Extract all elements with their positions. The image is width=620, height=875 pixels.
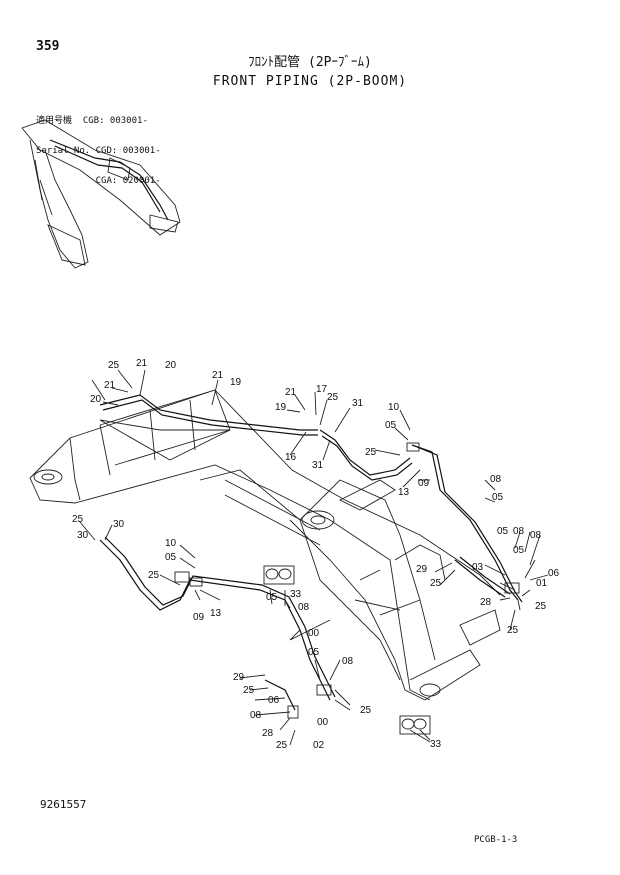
boom-structure bbox=[29, 389, 501, 701]
title-japanese: ﾌﾛﾝﾄ配管 (2Pｰﾌﾞｰﾑ) bbox=[248, 55, 372, 70]
callout: 25 bbox=[72, 514, 84, 525]
page-number: 359 bbox=[36, 39, 60, 54]
callout: 29 bbox=[233, 672, 245, 683]
callout: 25 bbox=[535, 601, 547, 612]
callout: 08 bbox=[298, 602, 310, 613]
seal-rings bbox=[263, 565, 431, 735]
callout: 13 bbox=[210, 608, 222, 619]
callout: 05 bbox=[492, 492, 504, 503]
callout: 28 bbox=[262, 728, 274, 739]
callout: 25 bbox=[148, 570, 160, 581]
callout: 31 bbox=[312, 460, 324, 471]
callout: 00 bbox=[308, 628, 320, 639]
callout: 06 bbox=[548, 568, 560, 579]
callout: 28 bbox=[480, 597, 492, 608]
callout: 06 bbox=[268, 695, 280, 706]
callout: 29 bbox=[416, 564, 428, 575]
callout: 00 bbox=[317, 717, 329, 728]
callout: 31 bbox=[352, 398, 364, 409]
callout: 08 bbox=[513, 526, 525, 537]
callout: 08 bbox=[250, 710, 262, 721]
excavator-thumbnail bbox=[21, 119, 181, 269]
callout: 09 bbox=[193, 612, 205, 623]
callout: 20 bbox=[90, 394, 102, 405]
callout: 05 bbox=[497, 526, 509, 537]
callout: 09 bbox=[418, 478, 430, 489]
page-code: PCGB-1-3 bbox=[474, 835, 518, 845]
callout: 21 bbox=[212, 370, 224, 381]
callout: 21 bbox=[285, 387, 297, 398]
callout: 19 bbox=[230, 377, 242, 388]
callout: 25 bbox=[276, 740, 288, 751]
callout: 17 bbox=[316, 384, 328, 395]
callout: 08 bbox=[530, 530, 542, 541]
callout: 19 bbox=[275, 402, 287, 413]
lower-hoses bbox=[99, 536, 511, 711]
drawing-code: 9261557 bbox=[40, 798, 87, 811]
callout: 25 bbox=[243, 685, 255, 696]
callout: 10 bbox=[165, 538, 177, 549]
callout: 05 bbox=[308, 647, 320, 658]
callout: 08 bbox=[342, 656, 354, 667]
callout: 21 bbox=[104, 380, 116, 391]
callout: 25 bbox=[327, 392, 339, 403]
callout: 25 bbox=[108, 360, 120, 371]
callout: 01 bbox=[536, 578, 548, 589]
callout: 33 bbox=[430, 739, 442, 750]
callout: 25 bbox=[360, 705, 372, 716]
brackets bbox=[174, 442, 520, 719]
serial-number-block: 適用号機 CGB: 003001- Serial No. CGD: 003001… bbox=[36, 96, 161, 196]
callout: 20 bbox=[165, 360, 177, 371]
callout: 21 bbox=[136, 358, 148, 369]
title-english: FRONT PIPING (2P-BOOM) bbox=[212, 74, 408, 89]
upper-pipes bbox=[99, 394, 523, 603]
serial-line-2: Serial No. CGD: 003001- bbox=[36, 146, 161, 156]
callout: 03 bbox=[472, 562, 484, 573]
callout: 30 bbox=[113, 519, 125, 530]
callout: 02 bbox=[313, 740, 325, 751]
serial-line-1: 適用号機 CGB: 003001- bbox=[36, 116, 148, 126]
callout: 25 bbox=[430, 578, 442, 589]
serial-line-3: CGA: 020001- bbox=[36, 176, 161, 186]
callout: 25 bbox=[507, 625, 519, 636]
callout: 25 bbox=[365, 447, 377, 458]
leader-lines bbox=[79, 369, 549, 746]
callout: 05 bbox=[165, 552, 177, 563]
callout: 05 bbox=[385, 420, 397, 431]
callout: 08 bbox=[490, 474, 502, 485]
callout: 05 bbox=[513, 545, 525, 556]
callout: 05 bbox=[266, 592, 278, 603]
callout: 30 bbox=[77, 530, 89, 541]
callout: 13 bbox=[398, 487, 410, 498]
callout-numbers: 25 21 20 21 20 21 19 21 19 17 25 16 31 3… bbox=[72, 358, 560, 751]
callout: 10 bbox=[388, 402, 400, 413]
callout: 33 bbox=[290, 589, 302, 600]
callout: 16 bbox=[285, 452, 297, 463]
